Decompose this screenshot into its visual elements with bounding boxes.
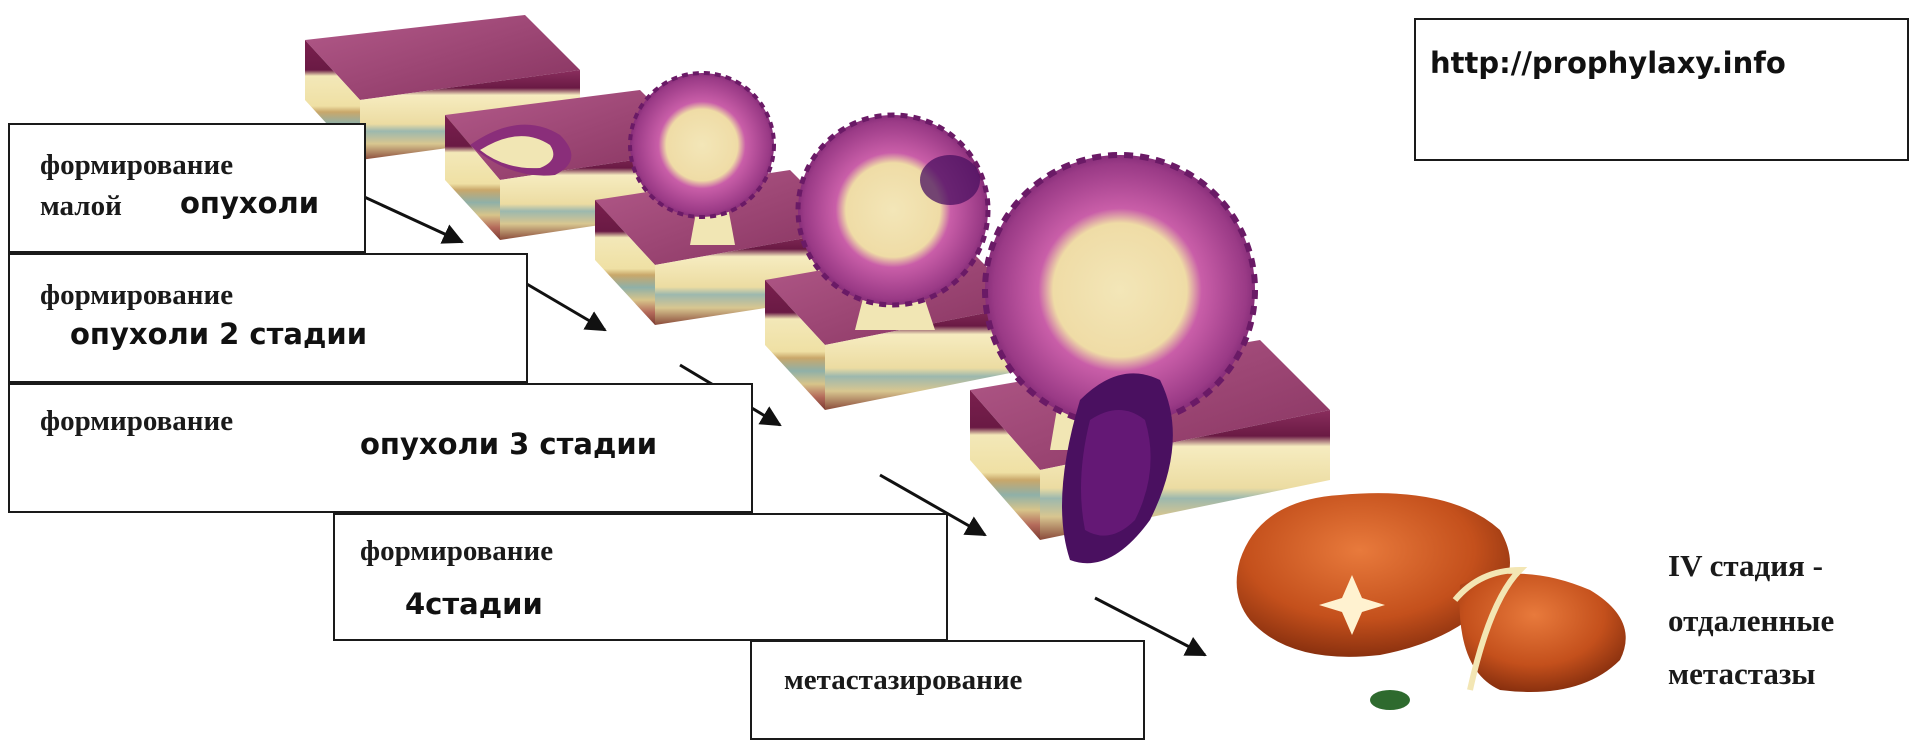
final-stage-line2: отдаленные [1668,603,1834,639]
stage1-line1: формирование [40,149,233,182]
final-stage-line1: IV стадия - [1668,548,1823,584]
arrow-2 [520,280,605,330]
stage1-box: формирование малой опухоли [8,123,366,253]
final-stage-label: IV стадия - отдаленные метастазы [1668,548,1908,718]
stage4-line2: 4стадии [405,587,543,621]
url-text: http://prophylaxy.info [1430,46,1786,80]
stage4-box: формирование 4стадии [333,513,948,641]
stage3-line2: опухоли 3 стадии [360,427,657,461]
stage3-box: формирование опухоли 3 стадии [8,383,753,513]
stage4-line1: формирование [360,535,553,568]
stage5-line1: метастазирование [784,664,1022,697]
stage2-box: формирование опухоли 2 стадии [8,253,528,383]
stage2-line2: опухоли 2 стадии [70,317,367,351]
stage1-line2: малой [40,190,122,223]
final-stage-line3: метастазы [1668,656,1816,692]
stage3-line1: формирование [40,405,233,438]
url-box: http://prophylaxy.info [1414,18,1909,161]
liver-illustration [1237,493,1626,710]
tissue-block-5 [970,155,1330,563]
stage5-box: метастазирование [750,640,1145,740]
arrow-1 [360,195,462,242]
stage1-line3: опухоли [180,186,319,220]
stage2-line1: формирование [40,279,233,312]
